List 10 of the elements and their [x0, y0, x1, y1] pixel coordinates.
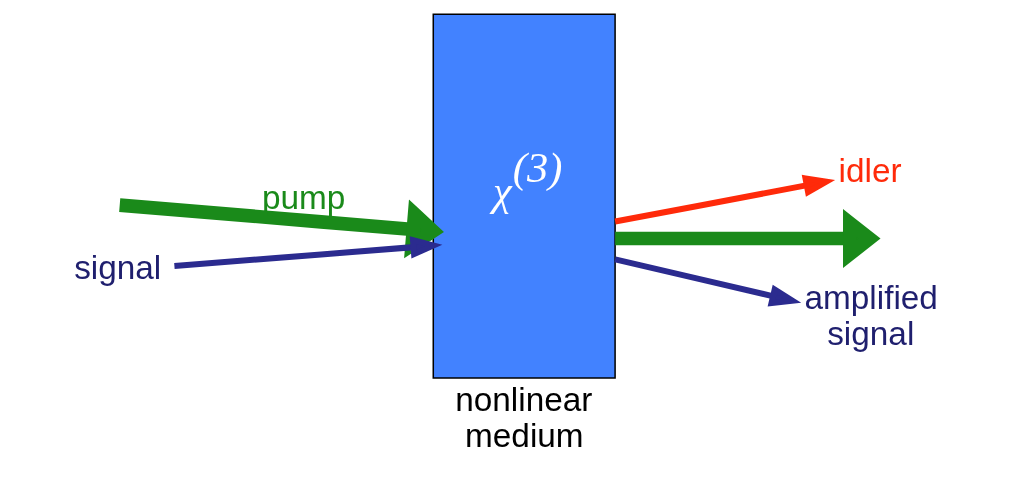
node-text: idler	[838, 151, 902, 189]
arrow	[614, 208, 881, 269]
node-text: amplified signal	[803, 279, 938, 353]
arrow	[614, 256, 801, 307]
edge-label: pump	[261, 179, 345, 217]
node-text: signal	[73, 248, 161, 286]
node-label: nonlinear medium	[454, 380, 592, 454]
arrow	[173, 236, 442, 270]
arrow	[118, 198, 444, 259]
arrow	[614, 174, 835, 225]
